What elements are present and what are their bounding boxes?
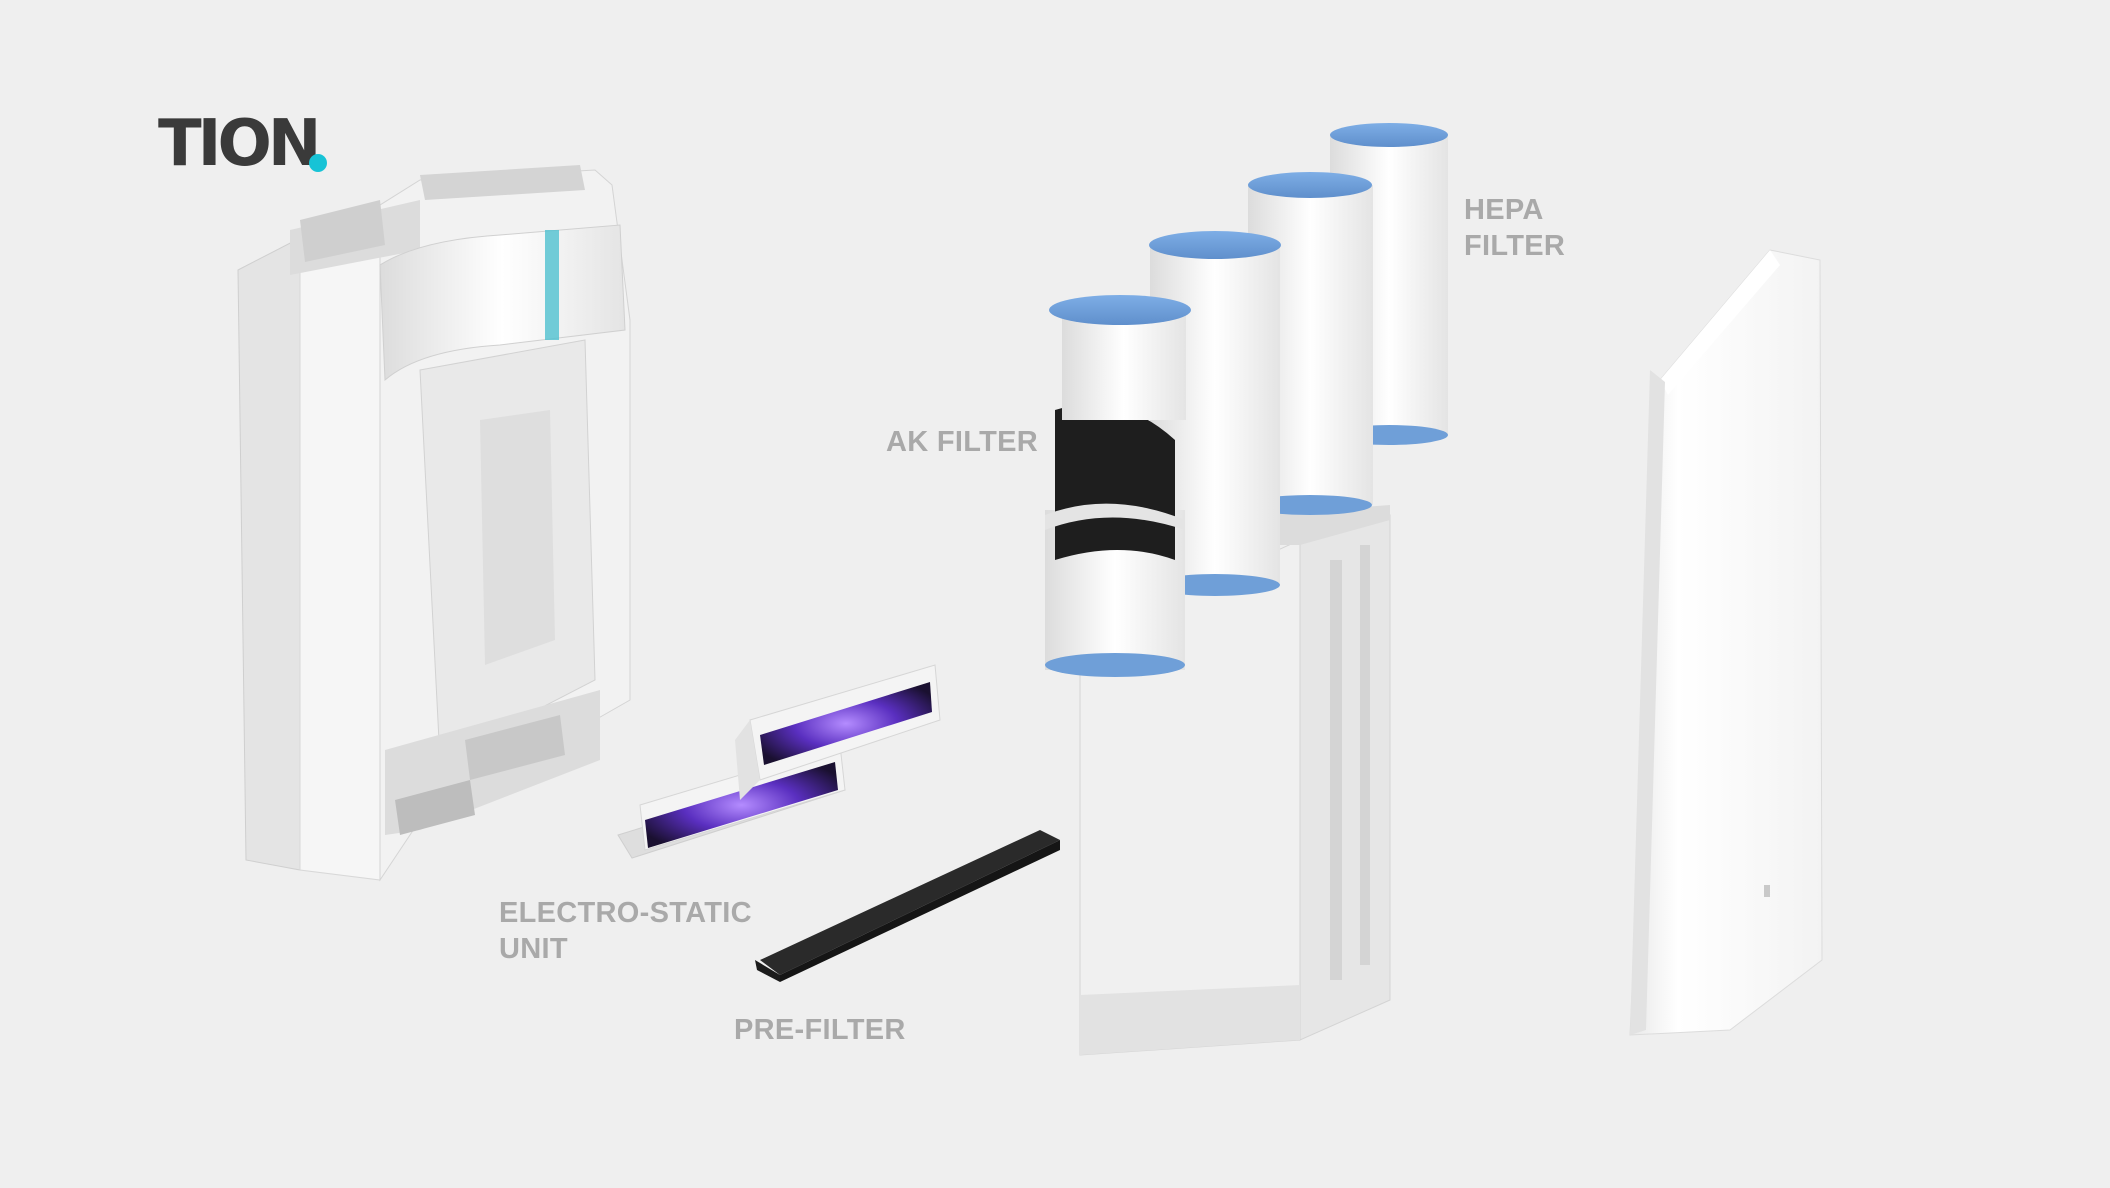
electrostatic-label-line-2: UNIT	[499, 933, 568, 965]
front-panel	[1629, 249, 1823, 1036]
hepa-label-line-1: HEPA	[1464, 194, 1544, 226]
hepa-label-line-2: FILTER	[1464, 230, 1566, 262]
brand-name: TION	[158, 107, 321, 181]
housing-frame	[237, 165, 631, 882]
brand-dot	[309, 154, 327, 172]
hepa-filter-label: HEPA FILTER	[1464, 192, 1565, 264]
electrostatic-unit	[617, 664, 941, 859]
prefilter-label-line-1: PRE-FILTER	[734, 1014, 906, 1046]
electrostatic-label-line-1: ELECTRO-STATIC	[499, 897, 752, 929]
hepa-filter-cylinders	[1149, 123, 1448, 596]
ak-filter-label: AK FILTER	[886, 424, 1038, 460]
pre-filter	[755, 830, 1060, 982]
ak-filter-cylinder	[1045, 295, 1191, 677]
ak-label-line-1: AK FILTER	[886, 426, 1038, 458]
electrostatic-unit-label: ELECTRO-STATIC UNIT	[499, 895, 752, 967]
pre-filter-label: PRE-FILTER	[734, 1012, 906, 1048]
